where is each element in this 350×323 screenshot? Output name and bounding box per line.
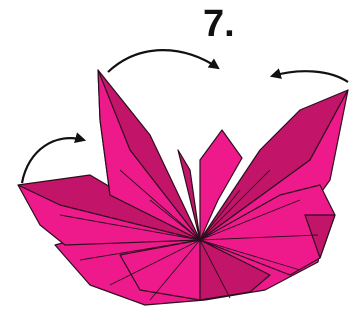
curved-arrow-icon: [108, 50, 218, 72]
folded-lotus-figure: [18, 70, 348, 305]
curved-arrow-icon: [22, 138, 84, 183]
curved-arrow-icon: [272, 71, 348, 82]
